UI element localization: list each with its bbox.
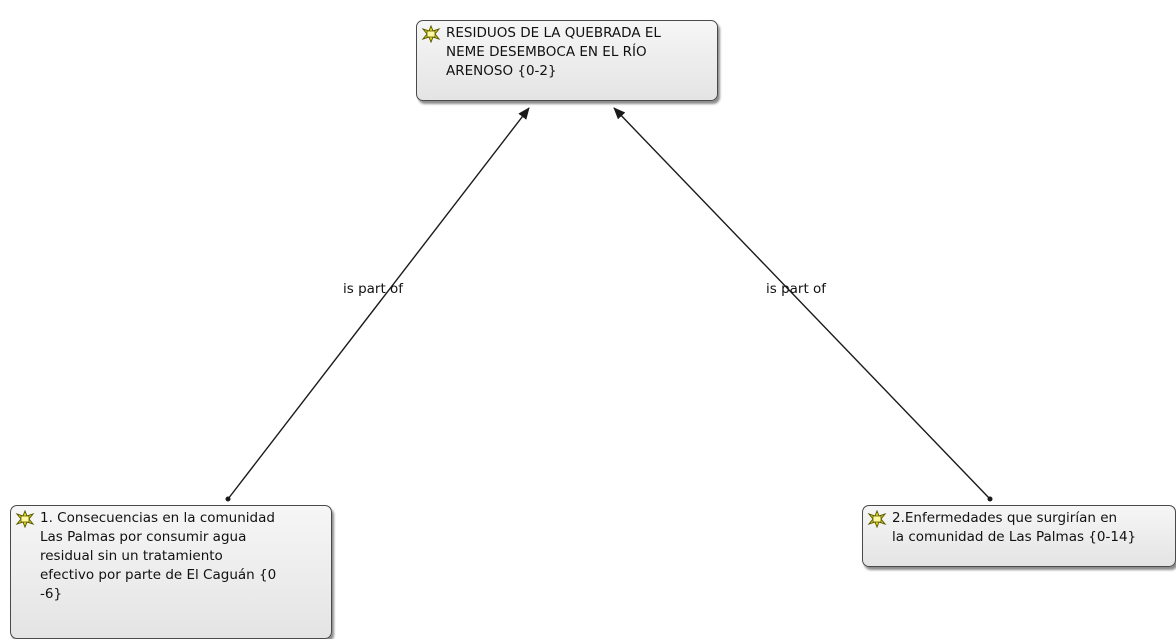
- node-consecuencias-comunidad[interactable]: 1. Consecuencias en la comunidad Las Pal…: [10, 505, 332, 639]
- node-label: RESIDUOS DE LA QUEBRADA EL NEME DESEMBOC…: [446, 25, 661, 79]
- node-label: 2.Enfermedades que surgirían en la comun…: [892, 510, 1137, 545]
- relation-line-right[interactable]: [613, 107, 991, 500]
- relation-start-dot-left: [225, 496, 231, 502]
- relation-start-dot-right: [987, 496, 993, 502]
- relation-line-left[interactable]: [227, 107, 530, 500]
- node-residuos-quebrada[interactable]: RESIDUOS DE LA QUEBRADA EL NEME DESEMBOC…: [416, 20, 718, 101]
- node-enfermedades[interactable]: 2.Enfermedades que surgirían en la comun…: [862, 505, 1176, 567]
- relation-label-right[interactable]: is part of: [766, 281, 827, 297]
- code-family-icon: [421, 25, 441, 43]
- code-family-icon: [867, 510, 887, 528]
- relation-label-left[interactable]: is part of: [343, 281, 404, 297]
- code-family-icon: [15, 510, 35, 528]
- node-label: 1. Consecuencias en la comunidad Las Pal…: [40, 510, 277, 602]
